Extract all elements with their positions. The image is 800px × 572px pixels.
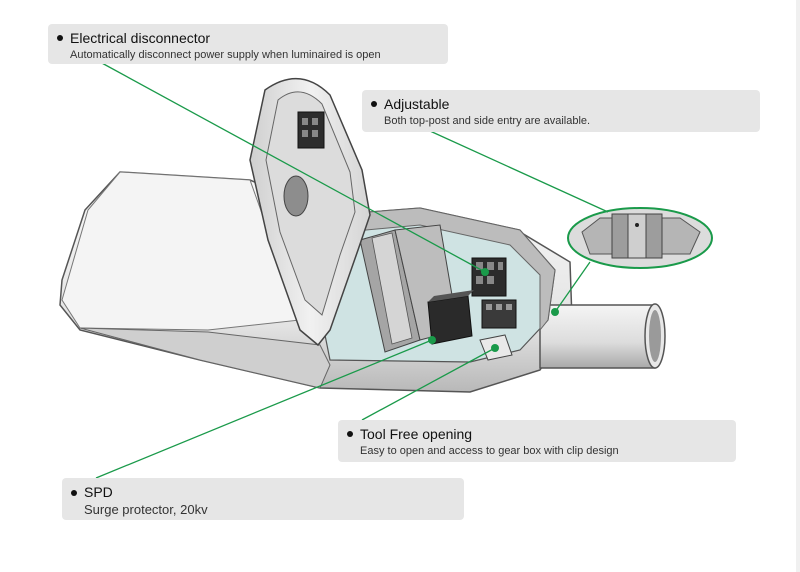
housing-top-surface: [61, 171, 301, 331]
bullet-icon: [347, 431, 353, 437]
callout-spd: SPD Surge protector, 20kv: [62, 478, 464, 520]
mounting-pipe: [539, 304, 663, 369]
disconnector-block: [471, 257, 507, 297]
lid-hole: [283, 175, 309, 217]
bullet-icon: [57, 35, 63, 41]
leader-dots: [428, 268, 559, 352]
callout-description: Automatically disconnect power supply wh…: [70, 49, 381, 61]
bullet-icon: [71, 490, 77, 496]
callout-title: Adjustable: [384, 96, 450, 112]
callout-electrical-disconnector: Electrical disconnector Automatically di…: [48, 24, 448, 64]
gear-box-wall: [328, 207, 556, 332]
terminal-block: [481, 299, 517, 329]
pipe-bore: [649, 310, 661, 362]
adjustable-inset: [567, 207, 713, 269]
bullet-icon: [371, 101, 377, 107]
leader-lines: [95, 61, 609, 479]
callout-tool-free-opening: Tool Free opening Easy to open and acces…: [338, 420, 736, 462]
lid-inner: [265, 91, 356, 316]
callout-description: Easy to open and access to gear box with…: [360, 445, 619, 457]
callout-description: Surge protector, 20kv: [84, 502, 208, 517]
page-edge: [796, 0, 800, 572]
callout-description: Both top-post and side entry are availab…: [384, 115, 591, 127]
spd-module: [427, 290, 474, 345]
lid-connector: [297, 111, 325, 149]
callout-adjustable: Adjustable Both top-post and side entry …: [362, 90, 760, 132]
callout-title: Electrical disconnector: [70, 30, 211, 46]
housing-rim: [79, 327, 331, 389]
callout-title: SPD: [84, 484, 113, 500]
callout-title: Tool Free opening: [360, 426, 473, 442]
